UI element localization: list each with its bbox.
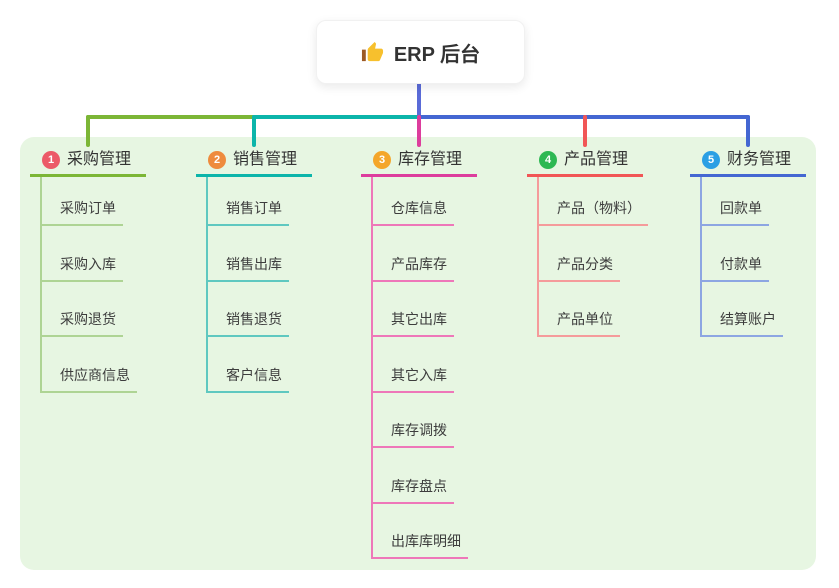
node-label: 销售出库 — [208, 254, 289, 282]
branch-title-label: 产品管理 — [564, 151, 629, 168]
branch-title[interactable]: 4 产品管理 — [527, 137, 643, 177]
node-label: 采购订单 — [42, 198, 123, 226]
root-label: ERP 后台 — [393, 43, 481, 66]
node-label: 库存调拨 — [373, 420, 454, 448]
branch-title[interactable]: 3 库存管理 — [361, 137, 477, 177]
mindmap-node[interactable]: 库存调拨 — [373, 393, 525, 448]
branch-title[interactable]: 2 销售管理 — [196, 137, 312, 177]
branch-number-badge: 4 — [539, 151, 557, 169]
connector-drop-branch-4 — [583, 115, 587, 147]
node-label: 付款单 — [702, 254, 769, 282]
branch-number-badge: 3 — [373, 151, 391, 169]
mindmap-node[interactable]: 付款单 — [702, 226, 839, 282]
mindmap-node[interactable]: 产品分类 — [539, 226, 691, 282]
connector-drop-branch-3 — [417, 115, 421, 147]
node-label: 销售退货 — [208, 309, 289, 337]
node-label: 仓库信息 — [373, 198, 454, 226]
connector-drop-branch-1 — [86, 115, 90, 147]
mindmap-node[interactable]: 销售出库 — [208, 226, 360, 282]
branch-children: 采购订单采购入库采购退货供应商信息 — [40, 177, 194, 393]
mindmap-node[interactable]: 结算账户 — [702, 282, 839, 337]
branch-number-badge: 2 — [208, 151, 226, 169]
branch-5: 5 财务管理回款单付款单结算账户 — [690, 137, 839, 337]
connector-drop-branch-2 — [252, 115, 256, 147]
root-node[interactable]: ERP 后台 — [316, 20, 525, 84]
mindmap-node[interactable]: 销售退货 — [208, 282, 360, 337]
branch-number-badge: 1 — [42, 151, 60, 169]
node-label: 产品单位 — [539, 309, 620, 337]
node-label: 供应商信息 — [42, 365, 137, 393]
node-label: 其它出库 — [373, 309, 454, 337]
thumbs-up-icon — [361, 41, 384, 64]
branch-number-badge: 5 — [702, 151, 720, 169]
branch-children: 仓库信息产品库存其它出库其它入库库存调拨库存盘点出库库明细 — [371, 177, 525, 559]
node-label: 其它入库 — [373, 365, 454, 393]
branch-children: 产品（物料） 产品分类产品单位 — [537, 177, 691, 337]
node-label: 销售订单 — [208, 198, 289, 226]
node-label: 采购入库 — [42, 254, 123, 282]
branch-1: 1 采购管理采购订单采购入库采购退货供应商信息 — [30, 137, 194, 393]
node-label: 采购退货 — [42, 309, 123, 337]
mindmap-node[interactable]: 库存盘点 — [373, 448, 525, 504]
branch-3: 3 库存管理仓库信息产品库存其它出库其它入库库存调拨库存盘点出库库明细 — [361, 137, 525, 559]
connector-rail-branch-2 — [252, 115, 421, 119]
mindmap-node[interactable]: 采购订单 — [42, 177, 194, 226]
node-label: 回款单 — [702, 198, 769, 226]
mindmap-node[interactable]: 采购退货 — [42, 282, 194, 337]
branch-title-label: 财务管理 — [727, 151, 792, 168]
mindmap-node[interactable]: 产品库存 — [373, 226, 525, 282]
branch-title[interactable]: 1 采购管理 — [30, 137, 146, 177]
branch-title-label: 销售管理 — [233, 151, 298, 168]
mindmap-node[interactable]: 采购入库 — [42, 226, 194, 282]
connector-root-stub — [417, 82, 421, 119]
mindmap-node[interactable]: 销售订单 — [208, 177, 360, 226]
branches-panel — [20, 137, 816, 570]
node-label: 产品（物料） — [539, 198, 648, 226]
branch-title-label: 库存管理 — [398, 151, 463, 168]
branch-children: 回款单付款单结算账户 — [700, 177, 839, 337]
node-label: 结算账户 — [702, 309, 783, 337]
mindmap-node[interactable]: 供应商信息 — [42, 337, 194, 393]
mindmap-node[interactable]: 仓库信息 — [373, 177, 525, 226]
branch-title[interactable]: 5 财务管理 — [690, 137, 806, 177]
branch-2: 2 销售管理销售订单销售出库销售退货客户信息 — [196, 137, 360, 393]
branch-children: 销售订单销售出库销售退货客户信息 — [206, 177, 360, 393]
mindmap-node[interactable]: 产品（物料） — [539, 177, 691, 226]
node-label: 库存盘点 — [373, 476, 454, 504]
node-label: 产品库存 — [373, 254, 454, 282]
mindmap-node[interactable]: 产品单位 — [539, 282, 691, 337]
mindmap-node[interactable]: 其它入库 — [373, 337, 525, 393]
mindmap-node[interactable]: 回款单 — [702, 177, 839, 226]
mindmap-node[interactable]: 客户信息 — [208, 337, 360, 393]
mindmap-node[interactable]: 其它出库 — [373, 282, 525, 337]
connector-drop-branch-5 — [746, 115, 750, 147]
node-label: 客户信息 — [208, 365, 289, 393]
node-label: 出库库明细 — [373, 531, 468, 559]
branch-title-label: 采购管理 — [67, 151, 132, 168]
node-label: 产品分类 — [539, 254, 620, 282]
mindmap-node[interactable]: 出库库明细 — [373, 504, 525, 559]
branch-4: 4 产品管理产品（物料） 产品分类产品单位 — [527, 137, 691, 337]
